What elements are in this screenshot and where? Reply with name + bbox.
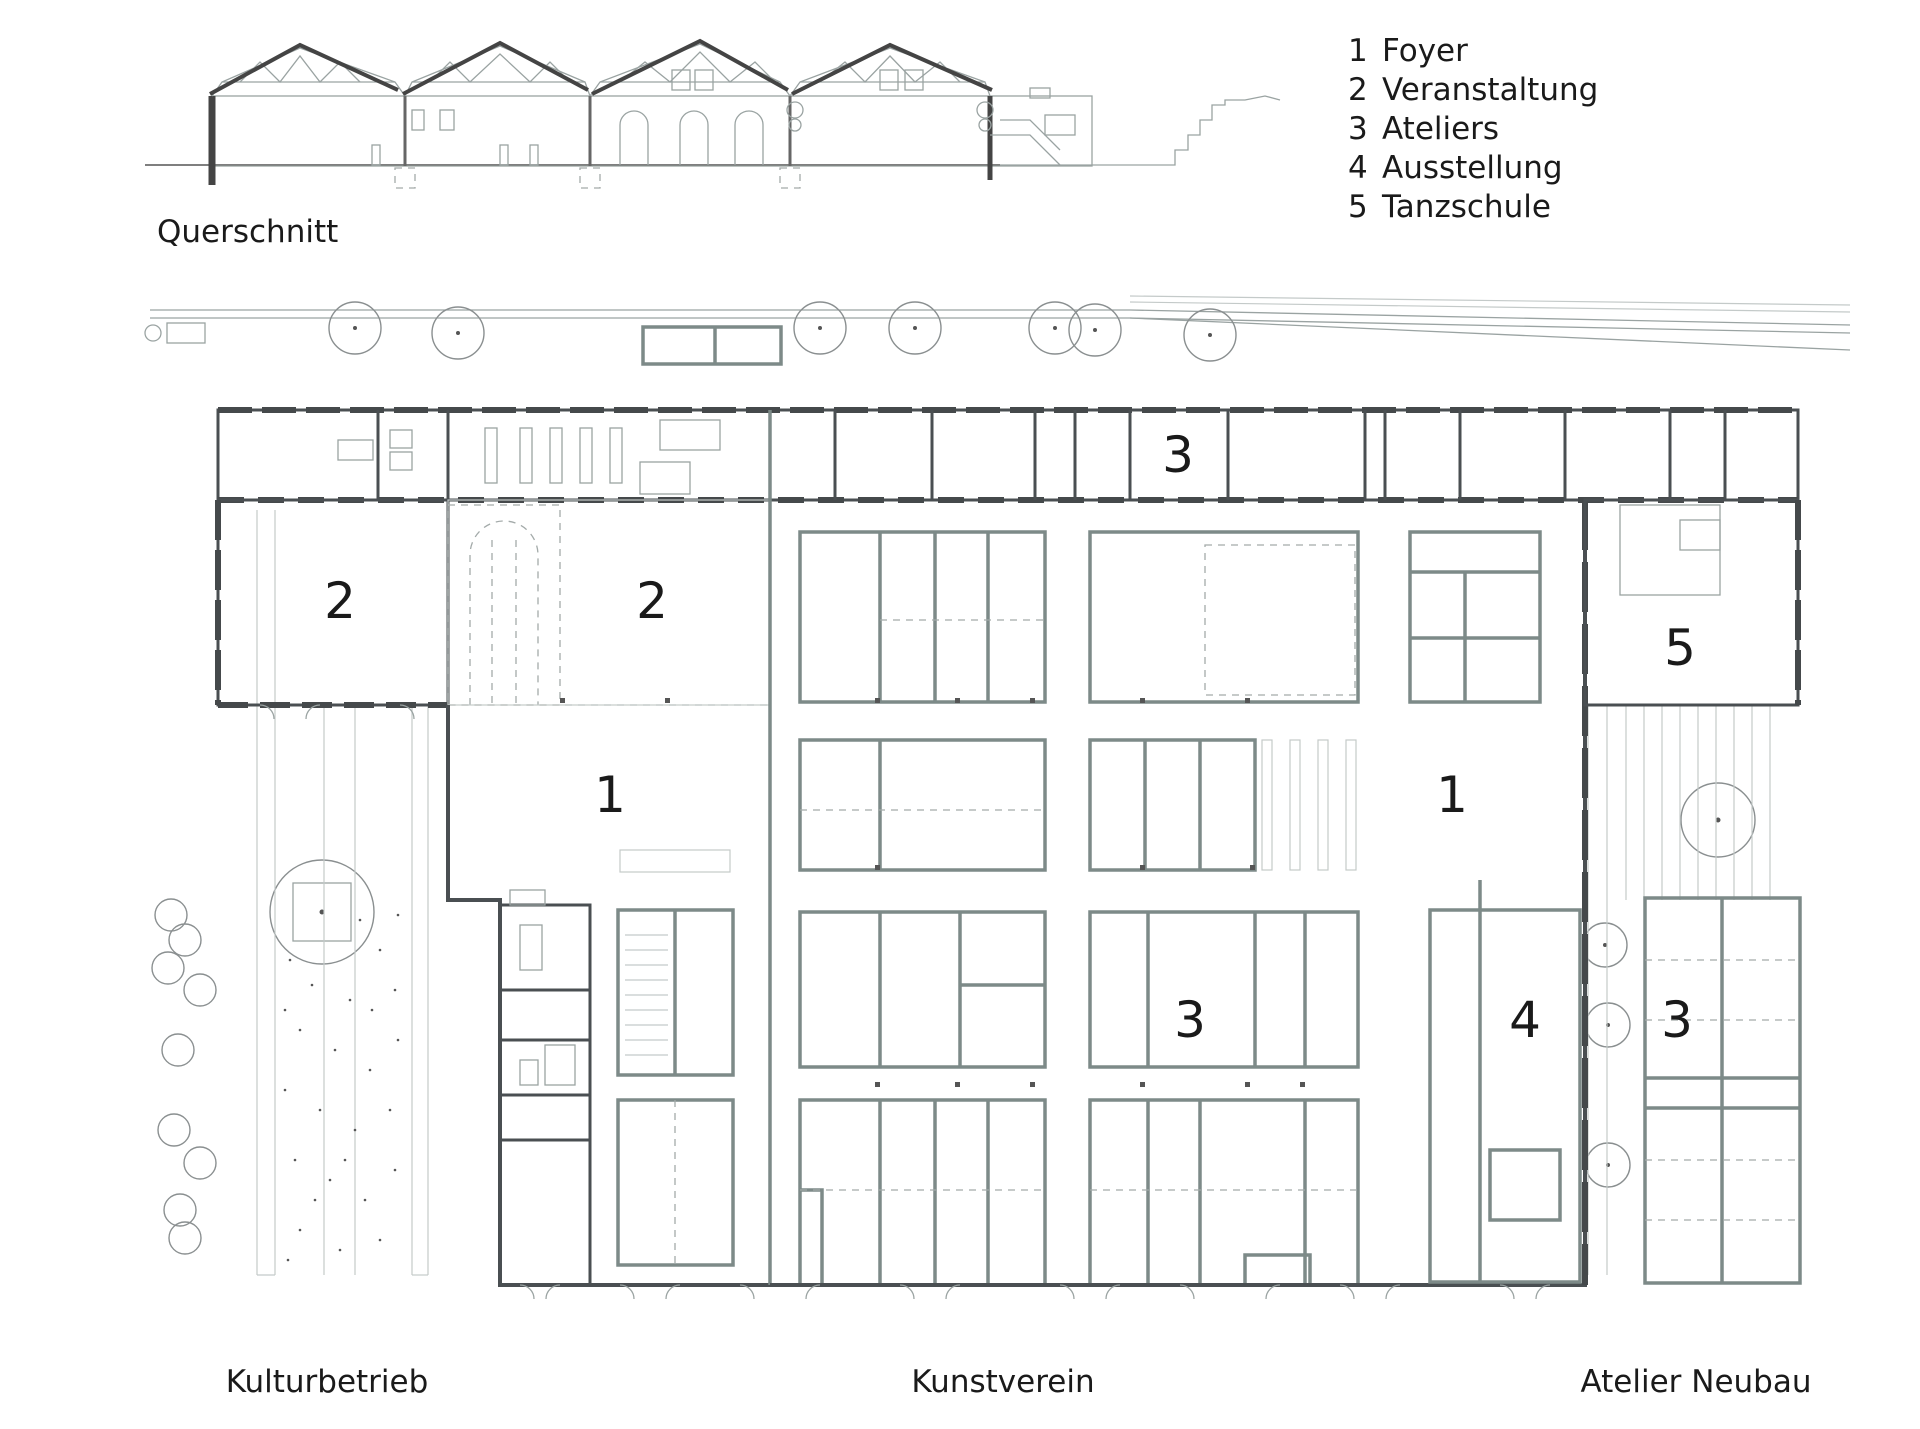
legend-label: Foyer [1382, 33, 1468, 69]
legend-number: 3 [1348, 111, 1368, 147]
legend-item: 3 Ateliers [1348, 111, 1499, 147]
legend-label: Tanzschule [1381, 189, 1551, 225]
zone-kulturbetrieb: Kulturbetrieb [226, 1364, 429, 1400]
zone-captions: Kulturbetrieb Kunstverein Atelier Neubau [226, 1364, 1812, 1400]
room-veranstaltung-west: 2 [324, 572, 356, 630]
legend-label: Veranstaltung [1382, 72, 1598, 108]
room-veranstaltung-center: 2 [636, 572, 668, 630]
room-foyer-west: 1 [594, 766, 626, 824]
room-ateliers-north: 3 [1162, 426, 1194, 484]
zone-kunstverein: Kunstverein [911, 1364, 1094, 1400]
legend-item: 2 Veranstaltung [1348, 72, 1598, 108]
legend-number: 2 [1348, 72, 1368, 108]
section-caption: Querschnitt [157, 214, 338, 250]
legend-number: 1 [1348, 33, 1368, 69]
room-ateliers-center: 3 [1174, 991, 1206, 1049]
room-tanzschule: 5 [1664, 619, 1696, 677]
ground-floor-plan [215, 407, 1802, 1300]
legend-item: 4 Ausstellung [1348, 150, 1563, 186]
legend-label: Ateliers [1382, 111, 1499, 147]
cross-section: Querschnitt [145, 38, 1281, 250]
legend-label: Ausstellung [1382, 150, 1563, 186]
room-ateliers-neubau: 3 [1661, 991, 1693, 1049]
legend-number: 5 [1348, 189, 1368, 225]
room-labels: 2 2 1 1 3 3 4 5 3 [324, 426, 1696, 1049]
zone-atelier-neubau: Atelier Neubau [1580, 1364, 1811, 1400]
legend-item: 1 Foyer [1348, 33, 1468, 69]
legend-number: 4 [1348, 150, 1368, 186]
room-ausstellung: 4 [1509, 991, 1541, 1049]
site-context [144, 295, 1851, 1276]
room-foyer-east: 1 [1436, 766, 1468, 824]
legend-item: 5 Tanzschule [1348, 189, 1551, 225]
room-legend: 1 Foyer 2 Veranstaltung 3 Ateliers 4 Aus… [1348, 33, 1598, 225]
